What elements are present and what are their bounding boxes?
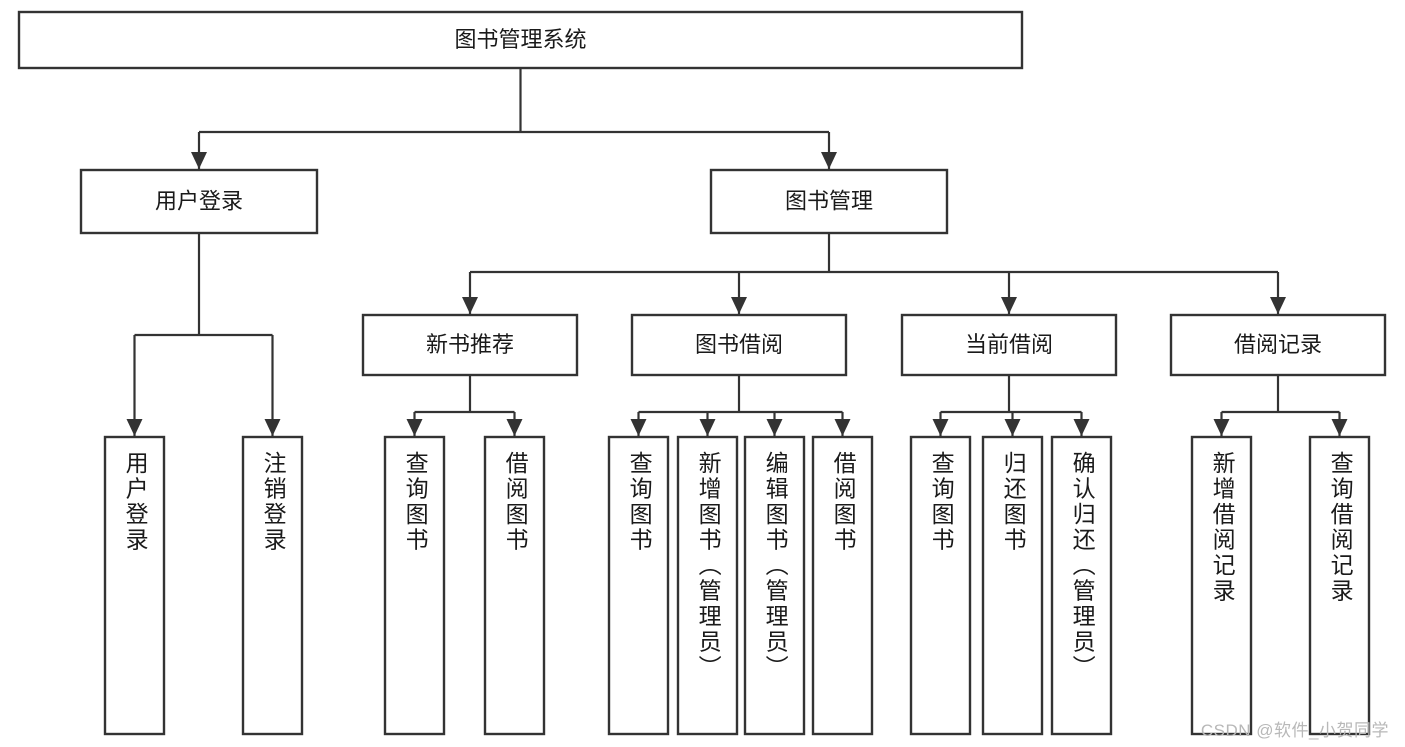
node-label-borrow-record: 借阅记录 bbox=[1234, 332, 1322, 357]
arrow-head-icon bbox=[191, 152, 207, 169]
arrow-head-icon bbox=[1004, 419, 1021, 436]
arrow-head-icon bbox=[932, 419, 949, 436]
node-leaf-add-book[interactable] bbox=[676, 435, 739, 736]
arrow-head-icon bbox=[630, 419, 647, 436]
node-leaf-add-record[interactable] bbox=[1190, 435, 1253, 736]
arrow-head-icon bbox=[1331, 419, 1348, 436]
node-leaf-return-book[interactable] bbox=[981, 435, 1044, 736]
node-label-new-book-rec: 新书推荐 bbox=[426, 332, 514, 357]
arrow-head-icon bbox=[1073, 419, 1090, 436]
arrow-head-icon bbox=[699, 419, 716, 436]
arrow-head-icon bbox=[506, 419, 523, 436]
node-leaf-borrow-book-1[interactable] bbox=[483, 435, 546, 736]
node-leaf-query-record[interactable] bbox=[1308, 435, 1371, 736]
watermark-text: CSDN @软件_小贺同学 bbox=[1200, 721, 1389, 740]
node-leaf-edit-book[interactable] bbox=[743, 435, 806, 736]
arrow-head-icon bbox=[1213, 419, 1230, 436]
node-leaf-borrow-book-2[interactable] bbox=[811, 435, 874, 736]
node-new-book-rec[interactable] bbox=[361, 313, 579, 377]
arrow-head-icon bbox=[406, 419, 423, 436]
node-label-current-borrow: 当前借阅 bbox=[965, 332, 1053, 357]
node-leaf-user-login[interactable] bbox=[103, 435, 166, 736]
node-leaf-query-book-3[interactable] bbox=[909, 435, 972, 736]
arrow-head-icon bbox=[766, 419, 783, 436]
node-label-book-borrow: 图书借阅 bbox=[695, 332, 783, 357]
node-book-manage[interactable] bbox=[709, 168, 949, 235]
node-current-borrow[interactable] bbox=[900, 313, 1118, 377]
node-leaf-logout[interactable] bbox=[241, 435, 304, 736]
node-borrow-record[interactable] bbox=[1169, 313, 1387, 377]
node-leaf-query-book-2[interactable] bbox=[607, 435, 670, 736]
arrow-head-icon bbox=[462, 297, 478, 314]
node-layer bbox=[17, 10, 1387, 736]
node-leaf-confirm-return[interactable] bbox=[1050, 435, 1113, 736]
arrow-head-icon bbox=[126, 419, 143, 436]
arrow-head-icon bbox=[821, 152, 837, 169]
arrow-head-icon bbox=[264, 419, 281, 436]
node-label-user-login: 用户登录 bbox=[155, 188, 243, 213]
node-root[interactable] bbox=[17, 10, 1024, 70]
node-label-book-manage: 图书管理 bbox=[785, 188, 873, 213]
node-leaf-query-book-1[interactable] bbox=[383, 435, 446, 736]
node-book-borrow[interactable] bbox=[630, 313, 848, 377]
arrow-head-icon bbox=[1001, 297, 1017, 314]
arrow-head-icon bbox=[1270, 297, 1286, 314]
node-label-root: 图书管理系统 bbox=[454, 27, 586, 52]
node-user-login[interactable] bbox=[79, 168, 319, 235]
arrow-head-icon bbox=[834, 419, 851, 436]
connector-layer bbox=[126, 68, 1348, 436]
arrow-head-icon bbox=[731, 297, 747, 314]
